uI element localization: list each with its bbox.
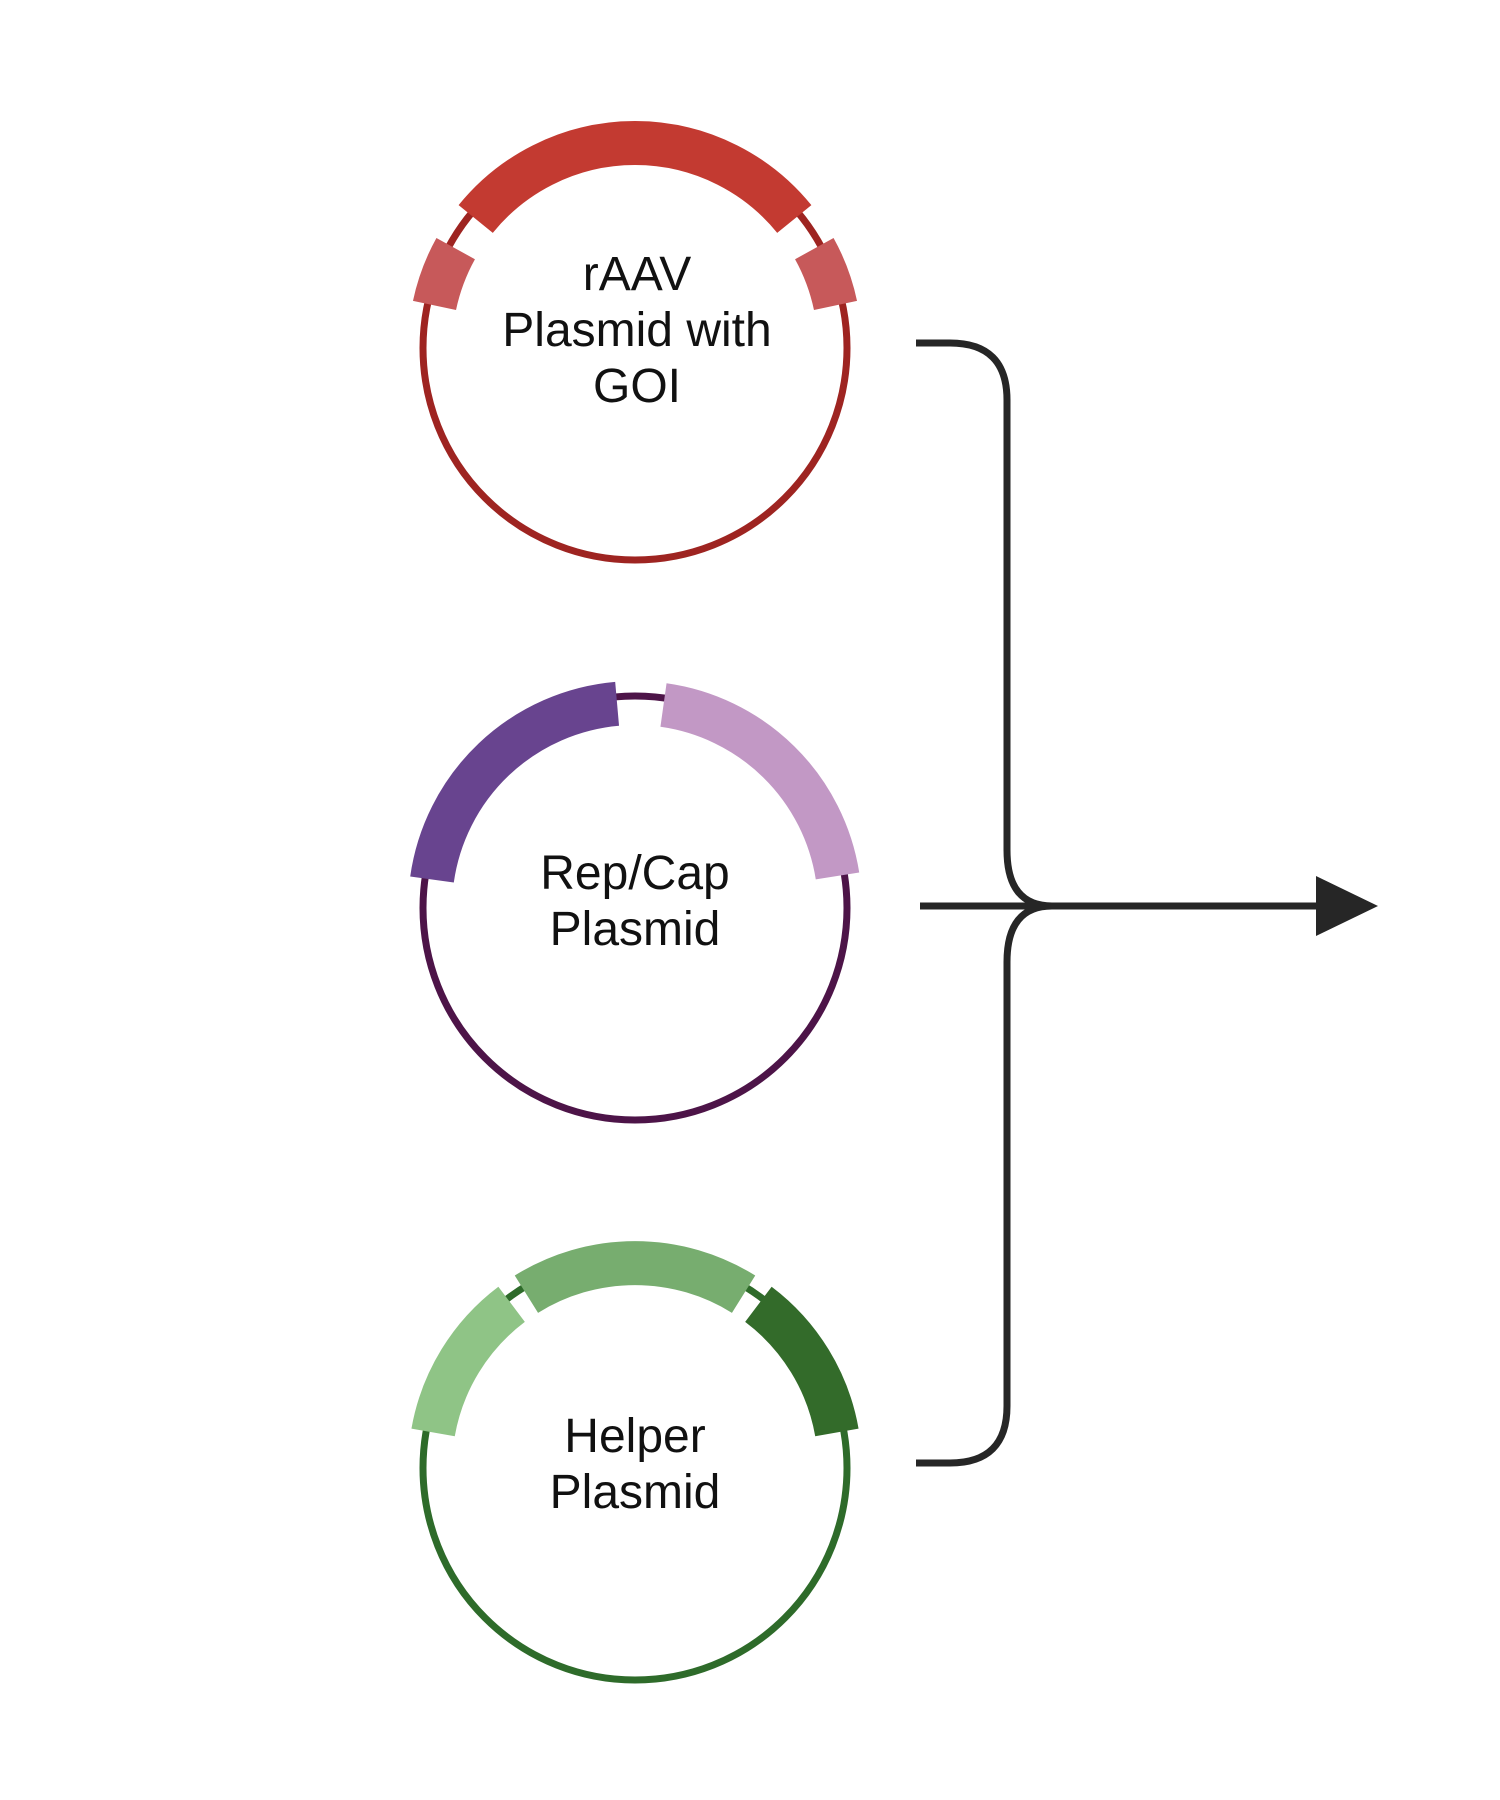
helper-label-line-2: Plasmid — [549, 1466, 721, 1519]
merge-connector — [916, 339, 1318, 1467]
helper-plasmid — [411, 1241, 859, 1684]
helper-label-line-1: Helper — [564, 1410, 706, 1463]
raav-plasmid-segment-left — [412, 237, 476, 311]
bracket-lower-branch — [916, 902, 1053, 1467]
raav-label-line-1: rAAV — [582, 248, 692, 301]
repcap-plasmid-segment-right — [660, 683, 860, 880]
raav-plasmid-label: rAAV Plasmid with GOI — [457, 247, 817, 415]
raav-plasmid-segment-right — [794, 237, 858, 311]
helper-plasmid-segment-right — [744, 1286, 859, 1437]
raav-label-line-3: GOI — [592, 360, 681, 413]
repcap-label-line-2: Plasmid — [549, 903, 721, 956]
raav-plasmid-segment-top — [458, 121, 812, 234]
repcap-plasmid-segment-left — [410, 681, 620, 883]
raav-plasmid — [412, 121, 858, 564]
helper-plasmid-segment-left — [411, 1286, 526, 1437]
helper-plasmid-label: Helper Plasmid — [455, 1409, 815, 1521]
raav-label-line-2: Plasmid with — [502, 304, 772, 357]
right-arrow-icon — [1316, 876, 1378, 936]
repcap-label-line-1: Rep/Cap — [540, 847, 730, 900]
repcap-plasmid-backbone — [419, 692, 851, 1124]
helper-plasmid-segment-top — [514, 1241, 756, 1314]
repcap-plasmid-label: Rep/Cap Plasmid — [455, 846, 815, 958]
repcap-plasmid — [410, 681, 860, 1124]
bracket-upper-branch — [916, 339, 1053, 910]
